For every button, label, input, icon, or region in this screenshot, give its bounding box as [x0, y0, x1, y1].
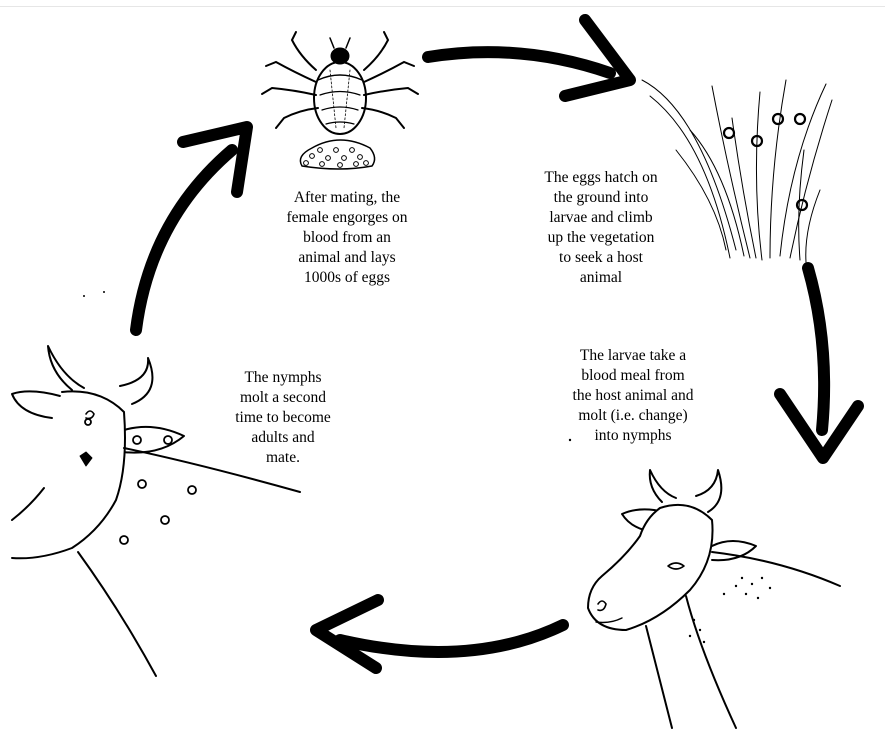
caption-nymphs-molt: The nymphs molt a second time to become … — [235, 369, 331, 466]
cow-head-nymphs-illustration — [11, 345, 301, 677]
arrow-larvae-to-nymphs — [310, 594, 569, 674]
larvae-speckles — [688, 576, 772, 644]
arrow-mating-to-eggs — [422, 14, 636, 102]
scan-specks — [83, 291, 572, 442]
arrow-eggs-to-larvae — [774, 262, 864, 464]
nymph-icons — [84, 418, 197, 545]
caption-eggs-hatch: The eggs hatch on the ground into larvae… — [544, 169, 658, 286]
grass-with-larvae-illustration — [641, 79, 833, 263]
caption-larvae-feed-and-molt: The larvae take a blood meal from the ho… — [572, 347, 694, 444]
engorged-tick-illustration — [261, 31, 419, 170]
top-border — [0, 6, 885, 7]
cow-head-larvae-illustration — [587, 469, 841, 729]
larva-icons — [722, 112, 809, 212]
caption-mating-and-egg-laying: After mating, the female engorges on blo… — [286, 189, 408, 286]
arrow-nymphs-to-mating — [130, 121, 253, 336]
cycle-arrows — [130, 14, 864, 674]
